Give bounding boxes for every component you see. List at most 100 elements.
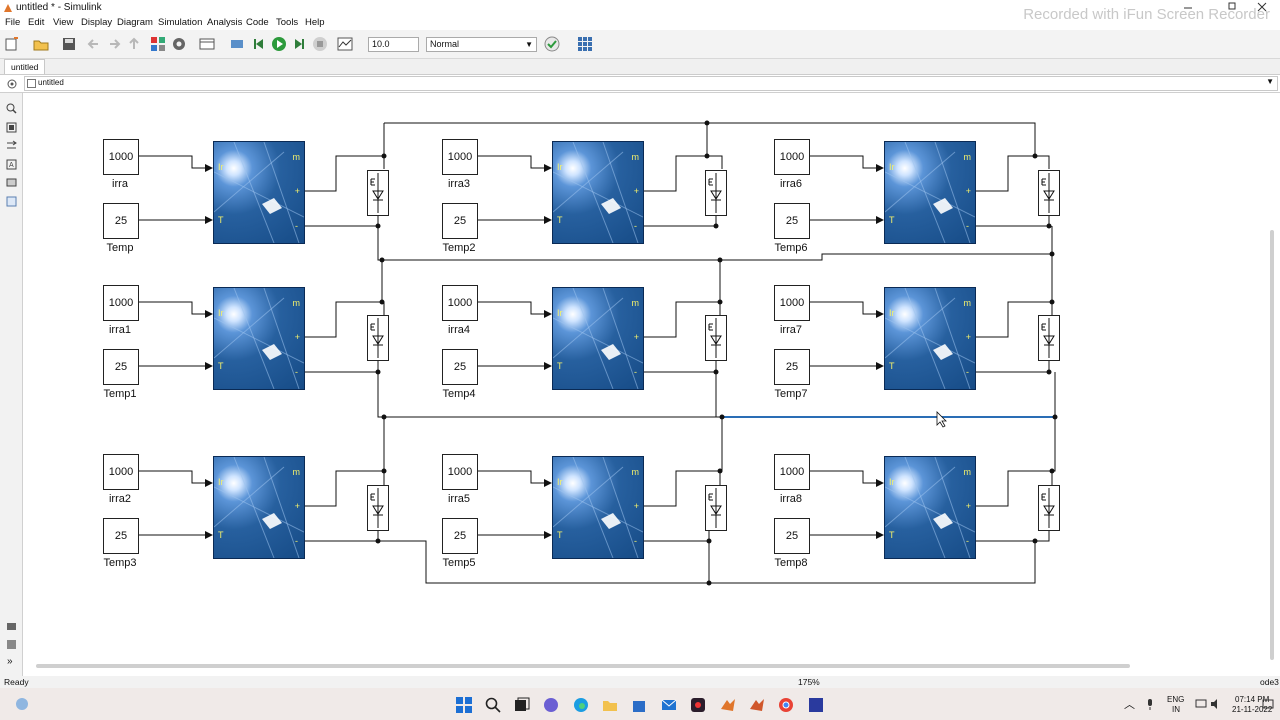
screenshot-icon[interactable] [6, 620, 17, 631]
menu-diagram[interactable]: Diagram [117, 17, 153, 28]
temperature-constant-block[interactable]: 25 [103, 518, 139, 554]
network-icon[interactable] [1195, 698, 1207, 710]
hide-browser-icon[interactable] [7, 79, 17, 89]
temperature-constant-block[interactable]: 25 [774, 518, 810, 554]
restore-button[interactable] [1226, 2, 1238, 12]
scope-icon[interactable] [337, 36, 353, 52]
irradiance-constant-block[interactable]: 1000 [774, 139, 810, 175]
matlab-icon[interactable] [720, 697, 736, 713]
tab-untitled[interactable]: untitled [4, 59, 46, 74]
grid-icon[interactable] [577, 36, 593, 52]
open-folder-icon[interactable] [33, 36, 49, 52]
irradiance-constant-block[interactable]: 1000 [103, 454, 139, 490]
model-settings-gear-icon[interactable] [171, 36, 187, 52]
menu-view[interactable]: View [53, 17, 74, 28]
temperature-constant-block[interactable]: 25 [774, 349, 810, 385]
task-view-icon[interactable] [514, 697, 530, 713]
up-icon[interactable] [126, 36, 142, 52]
edge-browser-icon[interactable] [573, 697, 589, 713]
matlab-icon-2[interactable] [749, 697, 765, 713]
irradiance-constant-block[interactable]: 1000 [103, 139, 139, 175]
irradiance-constant-block[interactable]: 1000 [442, 454, 478, 490]
simulation-mode-select[interactable]: Normal ▼ [426, 37, 537, 52]
thumbnail-app-icon[interactable] [808, 697, 824, 713]
bypass-diode-block[interactable] [367, 170, 389, 216]
menu-tools[interactable]: Tools [276, 17, 299, 28]
menu-edit[interactable]: Edit [28, 17, 45, 28]
irradiance-constant-block[interactable]: 1000 [442, 139, 478, 175]
horizontal-scrollbar[interactable] [36, 664, 1130, 668]
temperature-constant-block[interactable]: 25 [442, 203, 478, 239]
back-icon[interactable] [86, 36, 102, 52]
model-advisor-check-icon[interactable] [544, 36, 560, 52]
bypass-diode-block[interactable] [367, 315, 389, 361]
menu-file[interactable]: File [5, 17, 21, 28]
temperature-constant-block[interactable]: 25 [103, 349, 139, 385]
close-button[interactable] [1256, 2, 1268, 12]
irradiance-constant-block[interactable]: 1000 [103, 285, 139, 321]
irradiance-constant-block[interactable]: 1000 [774, 454, 810, 490]
run-icon[interactable] [271, 36, 287, 52]
area-icon[interactable] [6, 196, 17, 207]
menu-analysis[interactable]: Analysis [207, 17, 243, 28]
model-canvas[interactable]: 1000 irra 25 Temp 1000 irra1 25 Temp1 10… [23, 93, 1280, 676]
start-windows-icon[interactable] [456, 697, 472, 713]
expand-palette-icon[interactable]: » [7, 656, 13, 667]
clock-time[interactable]: 07:14 PM [1235, 695, 1270, 704]
store-icon[interactable] [631, 697, 647, 713]
model-browser-icon[interactable] [6, 639, 17, 650]
weather-icon[interactable] [14, 696, 30, 712]
temperature-constant-block[interactable]: 25 [442, 518, 478, 554]
temperature-constant-block[interactable]: 25 [103, 203, 139, 239]
menu-display[interactable]: Display [81, 17, 113, 28]
step-backward-icon[interactable] [251, 36, 267, 52]
volume-icon[interactable] [1210, 698, 1222, 710]
forward-icon[interactable] [106, 36, 122, 52]
fit-to-view-icon[interactable] [6, 122, 17, 133]
arrow-right-icon[interactable] [6, 140, 17, 151]
bypass-diode-block[interactable] [705, 485, 727, 531]
new-model-icon[interactable] [4, 36, 20, 52]
chrome-icon[interactable] [778, 697, 794, 713]
menu-code[interactable]: Code [246, 17, 269, 28]
minimize-button[interactable] [1182, 2, 1194, 12]
notifications-icon[interactable] [1262, 698, 1274, 710]
breadcrumb-dropdown-icon[interactable]: ▼ [1266, 77, 1274, 86]
mail-icon[interactable] [661, 697, 677, 713]
irradiance-constant-block[interactable]: 1000 [774, 285, 810, 321]
solver-name[interactable]: ode3 [1260, 677, 1279, 687]
bypass-diode-block[interactable] [705, 170, 727, 216]
stop-time-input[interactable]: 10.0 [368, 37, 419, 52]
vertical-scrollbar[interactable] [1270, 230, 1274, 660]
irradiance-constant-block[interactable]: 1000 [442, 285, 478, 321]
image-icon[interactable] [6, 177, 17, 188]
zoom-icon[interactable] [6, 103, 17, 114]
save-icon[interactable] [61, 36, 77, 52]
step-forward-icon[interactable] [291, 36, 307, 52]
menu-help[interactable]: Help [305, 17, 325, 28]
stop-icon[interactable] [312, 36, 328, 52]
chat-icon[interactable] [543, 697, 559, 713]
search-icon[interactable] [485, 697, 501, 713]
library-browser-icon[interactable] [150, 36, 166, 52]
menu-simulation[interactable]: Simulation [158, 17, 203, 28]
chevron-up-icon[interactable]: ︿ [1124, 699, 1135, 711]
temperature-constant-block[interactable]: 25 [774, 203, 810, 239]
step-back-icon[interactable] [229, 36, 245, 52]
bypass-diode-block[interactable] [367, 485, 389, 531]
bypass-diode-block[interactable] [705, 315, 727, 361]
screen-recorder-icon[interactable] [690, 697, 706, 713]
microphone-icon[interactable] [1144, 698, 1156, 710]
bypass-diode-block[interactable] [1038, 485, 1060, 531]
temperature-constant-block[interactable]: 25 [442, 349, 478, 385]
breadcrumb-path[interactable]: untitled ▼ [24, 76, 1278, 91]
bypass-diode-block[interactable] [1038, 170, 1060, 216]
input-language[interactable]: ENG [1167, 695, 1185, 704]
